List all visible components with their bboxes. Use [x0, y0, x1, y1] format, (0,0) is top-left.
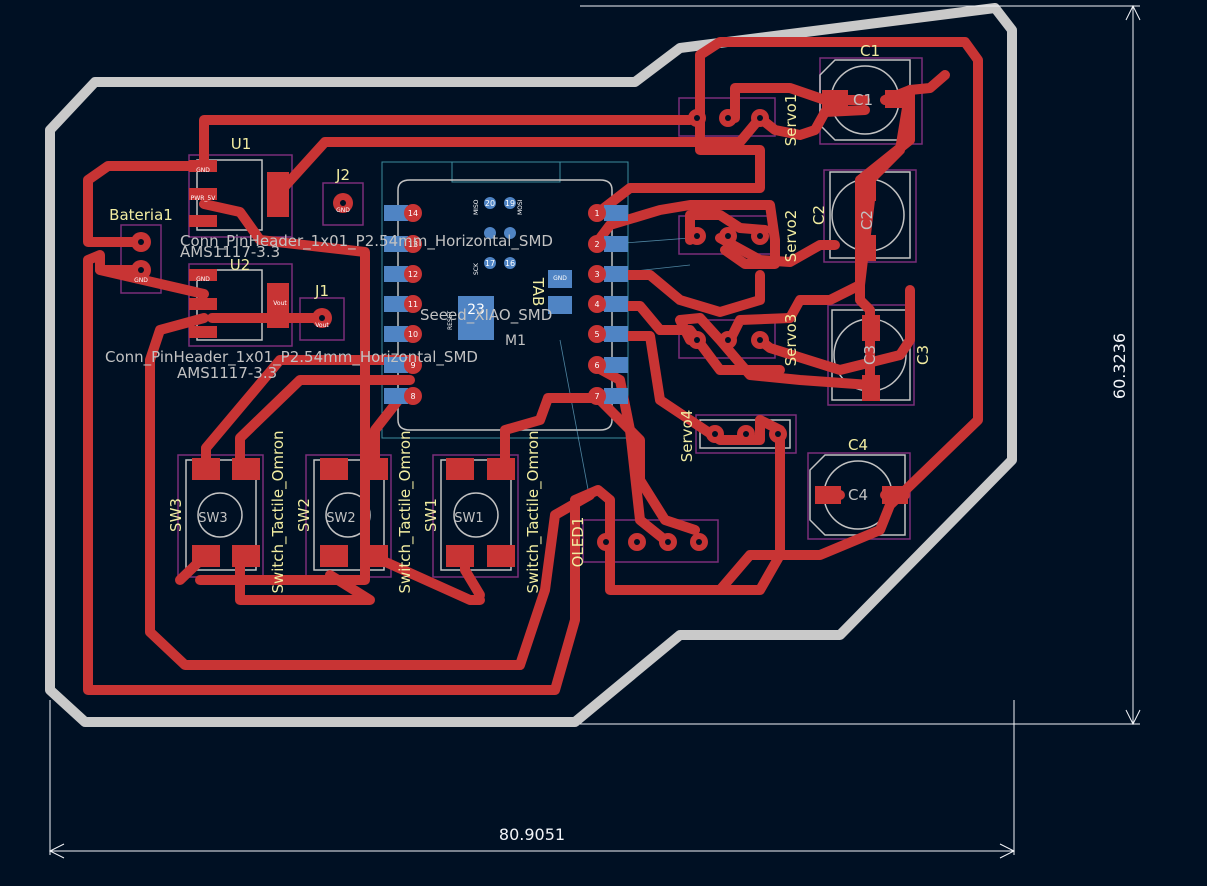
svg-text:GND: GND	[196, 167, 210, 174]
svg-text:20: 20	[485, 199, 495, 208]
xiao-back-pads	[384, 205, 628, 404]
svg-text:Switch_Tactile_Omron: Switch_Tactile_Omron	[524, 430, 543, 593]
xiao-pad-circles	[404, 204, 606, 405]
svg-text:4: 4	[594, 300, 599, 309]
svg-text:C4: C4	[848, 486, 868, 504]
svg-text:3: 3	[594, 270, 599, 279]
svg-text:10: 10	[408, 330, 418, 339]
svg-text:5: 5	[594, 330, 599, 339]
svg-text:SW2: SW2	[326, 511, 355, 526]
svg-text:Servo2: Servo2	[782, 210, 800, 263]
svg-text:C3: C3	[914, 345, 932, 365]
svg-text:U2: U2	[230, 256, 251, 274]
svg-text:SCK: SCK	[473, 262, 480, 275]
pad-net-labels: GND PWR_5V GND Vout GND Vout GND GND	[134, 167, 567, 329]
svg-text:GND: GND	[196, 276, 210, 283]
svg-text:11: 11	[408, 300, 418, 309]
svg-text:7: 7	[594, 392, 599, 401]
xiao-pin-numbers: 14 13 12 11 10 9 8 1 2 3 4 5 6 7 20 19 1…	[408, 199, 600, 401]
svg-text:Servo1: Servo1	[782, 94, 800, 147]
svg-text:C4: C4	[848, 436, 868, 454]
svg-text:GND: GND	[134, 277, 148, 284]
svg-text:13: 13	[408, 240, 418, 249]
svg-text:TAB: TAB	[529, 277, 547, 307]
svg-text:17: 17	[485, 259, 495, 268]
svg-text:SW2: SW2	[295, 498, 313, 532]
svg-text:2: 2	[594, 240, 599, 249]
silkscreen-text: U1 U2 Bateria1 J2 J1 C1 C4 C2 C3 Servo1 …	[109, 42, 932, 594]
dimension-height	[580, 4, 1141, 726]
svg-text:19: 19	[505, 199, 515, 208]
svg-text:C1: C1	[853, 91, 873, 109]
svg-text:GND: GND	[553, 275, 567, 282]
svg-text:C1: C1	[860, 42, 880, 60]
svg-text:14: 14	[408, 209, 418, 218]
svg-text:1: 1	[594, 209, 599, 218]
svg-text:Conn_PinHeader_1x01_P2.54mm_Ho: Conn_PinHeader_1x01_P2.54mm_Horizontal_S…	[180, 232, 553, 251]
svg-text:Servo3: Servo3	[782, 314, 800, 367]
xiao-big-pad-label: 23	[467, 302, 485, 318]
th-pad-holes	[138, 115, 781, 545]
svg-text:C2: C2	[810, 205, 828, 225]
svg-text:SW1: SW1	[422, 498, 440, 532]
svg-text:GND: GND	[336, 207, 350, 214]
svg-text:SW3: SW3	[198, 511, 227, 526]
fab-text: Conn_PinHeader_1x01_P2.54mm_Horizontal_S…	[105, 91, 879, 526]
svg-text:PWR_5V: PWR_5V	[191, 195, 217, 202]
svg-text:Conn_PinHeader_1x01_P2.54mm_Ho: Conn_PinHeader_1x01_P2.54mm_Horizontal_S…	[105, 348, 478, 367]
dimension-width	[48, 700, 1016, 859]
svg-text:Bateria1: Bateria1	[109, 206, 173, 224]
svg-text:RESET: RESET	[447, 310, 454, 330]
svg-text:6: 6	[594, 361, 599, 370]
smd-pads	[189, 90, 911, 567]
dimension-width-label: 80.9051	[499, 825, 565, 844]
svg-text:M1: M1	[505, 333, 526, 349]
board-outline	[45, 3, 1017, 727]
svg-text:U1: U1	[231, 135, 252, 153]
svg-text:J2: J2	[335, 166, 350, 184]
svg-text:SW3: SW3	[167, 498, 185, 532]
xiao-pad-functions: MISO MOSI SCK RESET	[447, 199, 524, 330]
svg-text:SW1: SW1	[454, 511, 483, 526]
svg-text:12: 12	[408, 270, 418, 279]
xiao-small-pads	[484, 197, 516, 269]
svg-text:AMS1117-3.3: AMS1117-3.3	[177, 364, 277, 382]
svg-text:Switch_Tactile_Omron: Switch_Tactile_Omron	[269, 430, 288, 593]
svg-text:Vout: Vout	[315, 322, 329, 329]
svg-text:J1: J1	[314, 282, 329, 300]
svg-text:MOSI: MOSI	[517, 199, 524, 215]
svg-text:9: 9	[410, 361, 415, 370]
svg-text:AMS1117-3.3: AMS1117-3.3	[180, 243, 280, 261]
svg-text:Servo4: Servo4	[678, 410, 696, 463]
svg-text:Seeed_XIAO_SMD: Seeed_XIAO_SMD	[420, 306, 552, 325]
svg-text:16: 16	[505, 259, 515, 268]
dimension-height-label: 60.3236	[1110, 333, 1129, 399]
svg-text:Vout: Vout	[273, 300, 287, 307]
svg-text:OLED1: OLED1	[569, 517, 587, 568]
svg-text:C3: C3	[861, 345, 879, 365]
svg-text:Switch_Tactile_Omron: Switch_Tactile_Omron	[396, 430, 415, 593]
svg-text:8: 8	[410, 392, 415, 401]
svg-text:C2: C2	[858, 210, 876, 230]
svg-text:MISO: MISO	[473, 199, 480, 215]
